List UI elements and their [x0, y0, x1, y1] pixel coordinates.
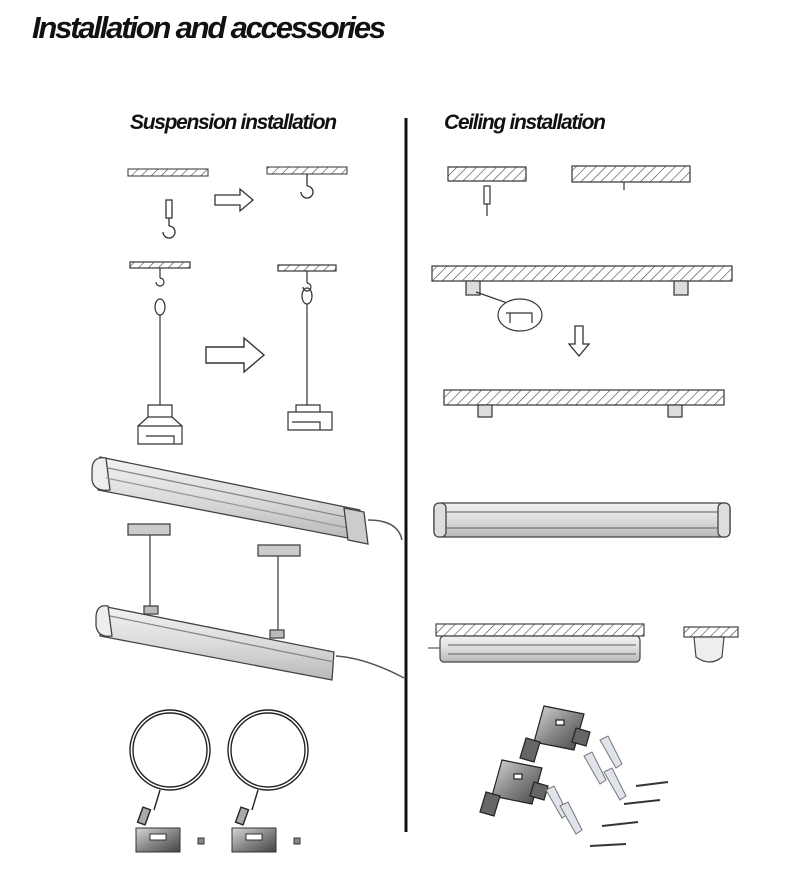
arrow-right-icon	[205, 336, 266, 374]
arrow-right-icon	[214, 187, 255, 213]
hook-icon	[162, 174, 314, 239]
suspension-section-title: Suspension installation	[130, 111, 337, 134]
page-title: Installation and accessories	[32, 10, 386, 45]
wall-plug-icon	[545, 735, 627, 835]
ceiling-bracket-step2	[431, 265, 733, 332]
suspension-cable-step2	[129, 261, 337, 445]
ceiling-plate-step1	[447, 165, 691, 183]
screw-icon	[483, 182, 625, 216]
ceiling-section-title: Ceiling installation	[444, 111, 606, 134]
suspended-tube-light	[95, 523, 405, 681]
tube-light-fixture	[433, 502, 731, 538]
screw-icon	[589, 781, 669, 847]
mounting-clip-icon	[135, 827, 301, 853]
arrow-down-icon	[567, 325, 591, 358]
tube-light-fixture	[91, 456, 403, 545]
ceiling-plate-step1	[127, 166, 348, 177]
steel-cable-coil-icon	[129, 709, 309, 826]
ceiling-bracket-step3	[443, 389, 725, 418]
ceiling-mounted-tube-light	[428, 623, 739, 663]
mounting-bracket-icon	[479, 705, 591, 817]
